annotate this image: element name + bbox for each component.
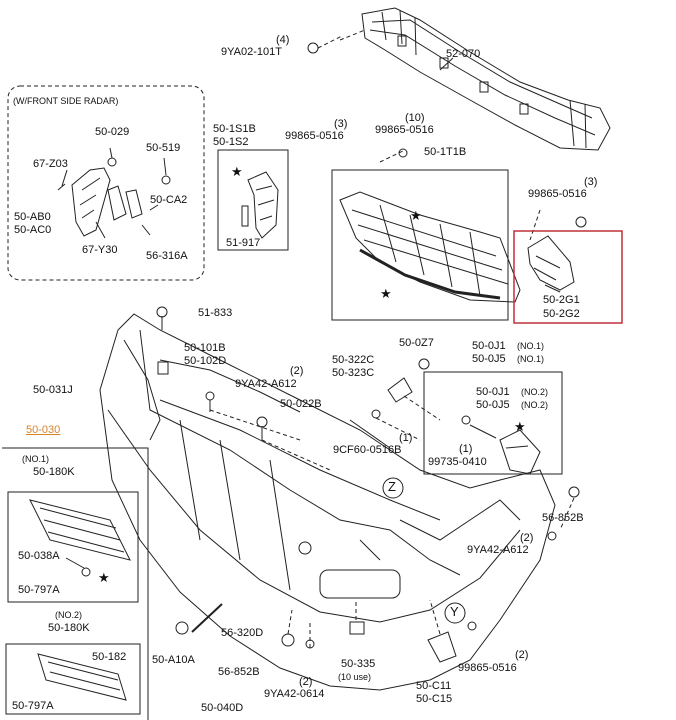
part-label: 50-182 — [92, 651, 127, 663]
side-bracket-50-1s1b — [241, 171, 279, 239]
label-note: (10 use) — [338, 672, 372, 682]
part-label: 99865-0516 — [458, 662, 517, 674]
part-label: 56-852B — [218, 666, 260, 678]
star-marker: ★ — [514, 419, 526, 434]
label-qty: (3) — [584, 176, 598, 188]
label-note: (NO.2) — [55, 610, 82, 620]
bracket-50-0j1 — [469, 424, 541, 475]
part-label: 56-316A — [146, 250, 188, 262]
part-label: 51-917 — [226, 237, 261, 249]
label-qty: (4) — [276, 34, 290, 46]
part-label: 9CF60-0516B — [333, 444, 402, 456]
part-label: 56-320D — [221, 627, 264, 639]
label-note: (NO.2) — [521, 400, 548, 410]
part-label: 50-323C — [332, 367, 375, 379]
part-label: 50-797A — [18, 584, 60, 596]
part-label: 50-022B — [280, 398, 322, 410]
part-label: 50-797A — [12, 700, 54, 712]
plate-bracket-no2-box — [5, 643, 141, 715]
star-marker: ★ — [231, 164, 243, 179]
part-label: 67-Z03 — [33, 158, 68, 170]
highlight-box-50-2g1 — [513, 230, 623, 324]
view-y-label: Y — [450, 604, 459, 619]
part-label: 50-C11 — [416, 680, 452, 692]
part-label: 99735-0410 — [428, 456, 487, 468]
part-label: 50-335 — [341, 658, 376, 670]
star-marker: ★ — [380, 286, 392, 301]
part-label: 50-322C — [332, 354, 375, 366]
view-z-label: Z — [388, 479, 396, 494]
part-label: 9YA42-A612 — [467, 544, 529, 556]
part-label: 50-1T1B — [424, 146, 467, 158]
part-label: 99865-0516 — [528, 188, 587, 200]
part-label: 50-101B — [184, 342, 226, 354]
label-qty: (1) — [459, 443, 473, 455]
part-label: 50-AC0 — [14, 224, 52, 236]
fasteners — [156, 42, 587, 663]
part-label: 50-AB0 — [14, 211, 51, 223]
view-y-circle — [444, 602, 466, 624]
part-label: 50-0J1 — [476, 386, 510, 398]
part-label: 50-0J1 — [472, 340, 506, 352]
label-qty: (1) — [399, 432, 413, 444]
part-label: 50-180K — [33, 466, 75, 478]
radar-box-title: (W/FRONT SIDE RADAR) — [13, 96, 119, 106]
part-label: 50-031J — [33, 384, 73, 396]
part-label: 52-070 — [446, 48, 481, 60]
label-note: (NO.1) — [517, 354, 544, 364]
label-qty: (2) — [290, 365, 304, 377]
star-marker: ★ — [98, 570, 110, 585]
grille-box-50-1t1b — [331, 169, 509, 321]
plate-bracket-no1-box — [7, 491, 139, 603]
view-z-circle — [382, 477, 404, 499]
part-label: 50-040D — [201, 702, 244, 714]
part-label: 50-102D — [184, 355, 227, 367]
part-label: 56-852B — [542, 512, 584, 524]
label-qty: (10) — [405, 112, 425, 124]
label-note: (NO.1) — [22, 454, 49, 464]
label-qty: (3) — [334, 118, 348, 130]
part-label: 9YA42-A612 — [235, 378, 297, 390]
part-label: 50-519 — [146, 142, 181, 154]
part-label: 50-A10A — [152, 654, 195, 666]
part-label: 99865-0516 — [375, 124, 434, 136]
part-label: 50-CA2 — [150, 194, 188, 206]
license-plate-bracket-no1 — [29, 499, 131, 577]
part-label: 50-038A — [18, 550, 60, 562]
part-label: 9YA42-0614 — [264, 688, 325, 700]
part-label: 51-833 — [198, 307, 233, 319]
label-qty: (2) — [515, 649, 529, 661]
front-bumper-fascia — [99, 313, 556, 691]
bracket-box-50-0j1 — [423, 371, 563, 475]
part-label: 50-029 — [95, 126, 130, 138]
star-marker: ★ — [410, 208, 422, 223]
label-note: (NO.1) — [517, 341, 544, 351]
part-label: 99865-0516 — [285, 130, 344, 142]
part-label: 50-1S2 — [213, 136, 249, 148]
lower-grille-50-1t1b — [339, 191, 521, 303]
part-label: 50-0J5 — [472, 353, 506, 365]
label-qty: (2) — [299, 676, 313, 688]
part-label: 67-Y30 — [82, 244, 118, 256]
part-label: 50-0Z7 — [399, 337, 434, 349]
part-label: 50-1S1B — [213, 123, 256, 135]
part-label: 9YA02-101T — [221, 46, 282, 58]
part-label-highlight: 50-030 — [26, 424, 61, 436]
part-label: 50-2G1 — [543, 294, 580, 306]
license-plate-bracket-no2 — [37, 653, 127, 701]
label-qty: (2) — [520, 532, 534, 544]
radar-option-box — [7, 85, 205, 281]
bumper-reinforcement-beam — [361, 7, 611, 151]
bracket-box-50-1s1b — [217, 149, 289, 251]
part-label: 50-0J5 — [476, 399, 510, 411]
front-side-radar-bracket — [57, 157, 171, 237]
part-label: 50-180K — [48, 622, 90, 634]
bracket-50-2g1 — [527, 235, 575, 291]
part-label: 50-C15 — [416, 693, 453, 705]
license-plate-box — [2, 447, 149, 720]
label-note: (NO.2) — [521, 387, 548, 397]
part-label: 50-2G2 — [543, 308, 580, 320]
